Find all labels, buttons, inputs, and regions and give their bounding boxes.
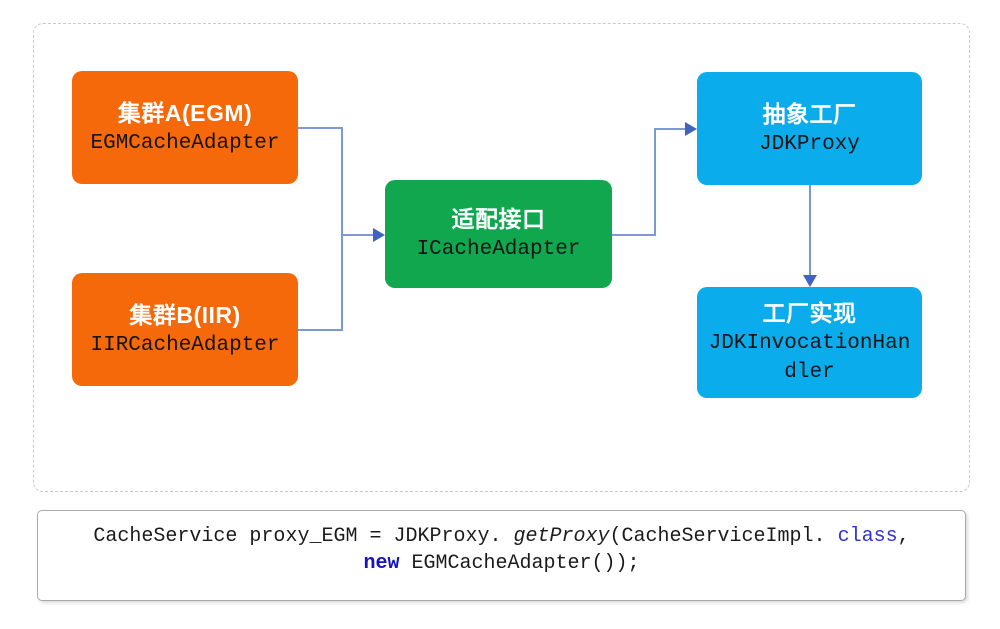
- code-text: ,: [897, 525, 910, 548]
- code-text: CacheService proxy_EGM = JDKProxy.: [93, 525, 502, 548]
- node-factory-implementation: 工厂实现 JDKInvocationHandler: [697, 287, 922, 398]
- arrowhead-right-icon: [373, 228, 385, 242]
- node-cluster-b-iir: 集群B(IIR) IIRCacheAdapter: [72, 273, 298, 386]
- arrowhead-down-icon: [803, 275, 817, 287]
- code-text: (CacheServiceImpl.: [609, 525, 826, 548]
- connector-line: [654, 128, 686, 130]
- code-snippet-box: CacheService proxy_EGM = JDKProxy. getPr…: [37, 510, 966, 601]
- node-cluster-a-egm: 集群A(EGM) EGMCacheAdapter: [72, 71, 298, 184]
- arrowhead-right-icon: [685, 122, 697, 136]
- connector-line: [809, 185, 811, 276]
- node-abstract-factory: 抽象工厂 JDKProxy: [697, 72, 922, 185]
- connector-line: [612, 234, 656, 236]
- node-title: 集群B(IIR): [129, 301, 241, 328]
- connector-line: [654, 128, 656, 236]
- code-keyword-new: new: [363, 552, 400, 575]
- node-adapter-interface: 适配接口 ICacheAdapter: [385, 180, 612, 288]
- node-title: 集群A(EGM): [117, 99, 253, 126]
- node-subtitle: EGMCacheAdapter: [90, 131, 280, 155]
- connector-line: [341, 127, 343, 331]
- node-subtitle: IIRCacheAdapter: [90, 333, 280, 357]
- node-subtitle: JDKProxy: [759, 132, 860, 156]
- code-keyword-class: class: [825, 525, 898, 548]
- code-line-2: new EGMCacheAdapter());: [38, 550, 965, 577]
- code-method-name: getProxy: [501, 525, 610, 548]
- node-title: 适配接口: [451, 206, 546, 232]
- connector-line: [298, 329, 342, 331]
- code-text: EGMCacheAdapter());: [399, 552, 640, 575]
- node-subtitle: ICacheAdapter: [416, 238, 581, 261]
- code-line-1: CacheService proxy_EGM = JDKProxy. getPr…: [38, 523, 965, 550]
- node-title: 抽象工厂: [762, 100, 857, 127]
- node-subtitle: JDKInvocationHandler: [708, 332, 911, 384]
- connector-line: [341, 234, 375, 236]
- connector-line: [298, 127, 342, 129]
- node-title: 工厂实现: [762, 300, 857, 326]
